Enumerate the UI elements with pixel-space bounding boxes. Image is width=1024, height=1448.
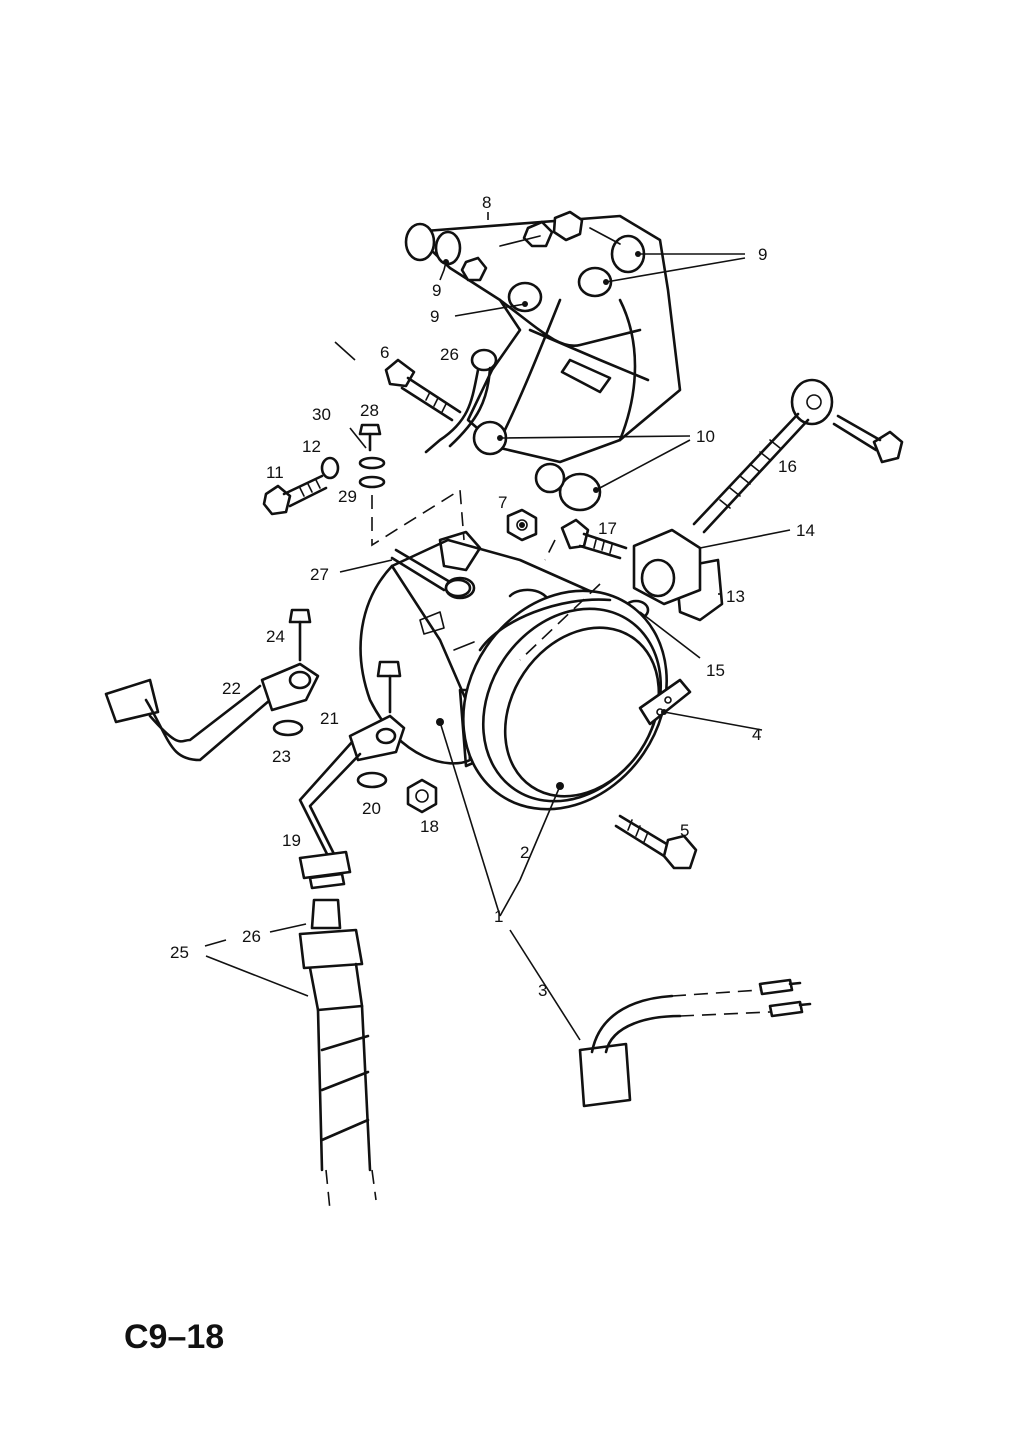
callout-30: 30 [312,405,331,424]
seal-23 [272,719,304,737]
callout-5: 5 [680,821,689,840]
leader-dots [436,251,667,790]
leader-lines [204,212,791,1041]
callout-2: 2 [520,843,529,862]
callout-26: 26 [440,345,459,364]
callout-19: 19 [282,831,301,850]
callout-13: 13 [726,587,745,606]
callout-24: 24 [266,627,285,646]
hose-25 [298,898,377,1211]
callout-20: 20 [362,799,381,818]
callout-8: 8 [482,193,491,212]
seal-20 [356,771,388,789]
mounting-bracket [404,210,682,512]
callout-22: 22 [222,679,241,698]
sleeve-14 [632,528,702,606]
callout-9: 9 [758,245,767,264]
bolt-upper-right [832,414,904,464]
callout-10: 10 [696,427,715,446]
pipe-22 [104,662,320,762]
washer-29 [358,475,386,489]
clutch-pulley-2 [462,589,668,811]
bolt-5 [614,814,698,870]
callout-25: 25 [170,943,189,962]
pipe-19 [298,714,406,890]
washer-12 [320,456,340,480]
callout-11: 11 [266,463,284,482]
callout-9: 9 [430,307,439,326]
bolt-21 [376,660,402,714]
callout-12: 12 [302,437,321,456]
bolt-17 [560,518,628,560]
callout-14: 14 [796,521,815,540]
nut-18 [406,778,438,814]
pressure-switch-3 [578,978,812,1108]
bolt-24 [288,608,312,662]
callout-29: 29 [338,487,357,506]
reference-lines [371,488,601,661]
screw-28 [358,423,382,452]
callout-1: 1 [494,907,503,926]
callout-15: 15 [706,661,725,680]
callout-labels: 8 9 9 9 6 26 30 28 10 12 11 29 16 7 17 1… [170,193,815,1000]
callout-7: 7 [498,493,507,512]
callout-23: 23 [272,747,291,766]
callout-3: 3 [538,981,547,1000]
washer-30 [358,456,386,470]
callout-18: 18 [420,817,439,836]
figure-code: C9–18 [124,1318,225,1356]
tensioner-rod-16 [692,378,834,534]
callout-26: 26 [242,927,261,946]
callout-17: 17 [598,519,617,538]
bolt-11 [262,474,328,516]
callout-21: 21 [320,709,339,728]
callout-28: 28 [360,401,379,420]
bolt-6 [384,358,462,422]
callout-6: 6 [380,343,389,362]
ground-strap-26 [424,348,498,454]
callout-16: 16 [778,457,797,476]
callout-27: 27 [310,565,329,584]
bolt-27 [390,548,472,598]
callout-4: 4 [752,725,761,744]
callout-9: 9 [432,281,441,300]
